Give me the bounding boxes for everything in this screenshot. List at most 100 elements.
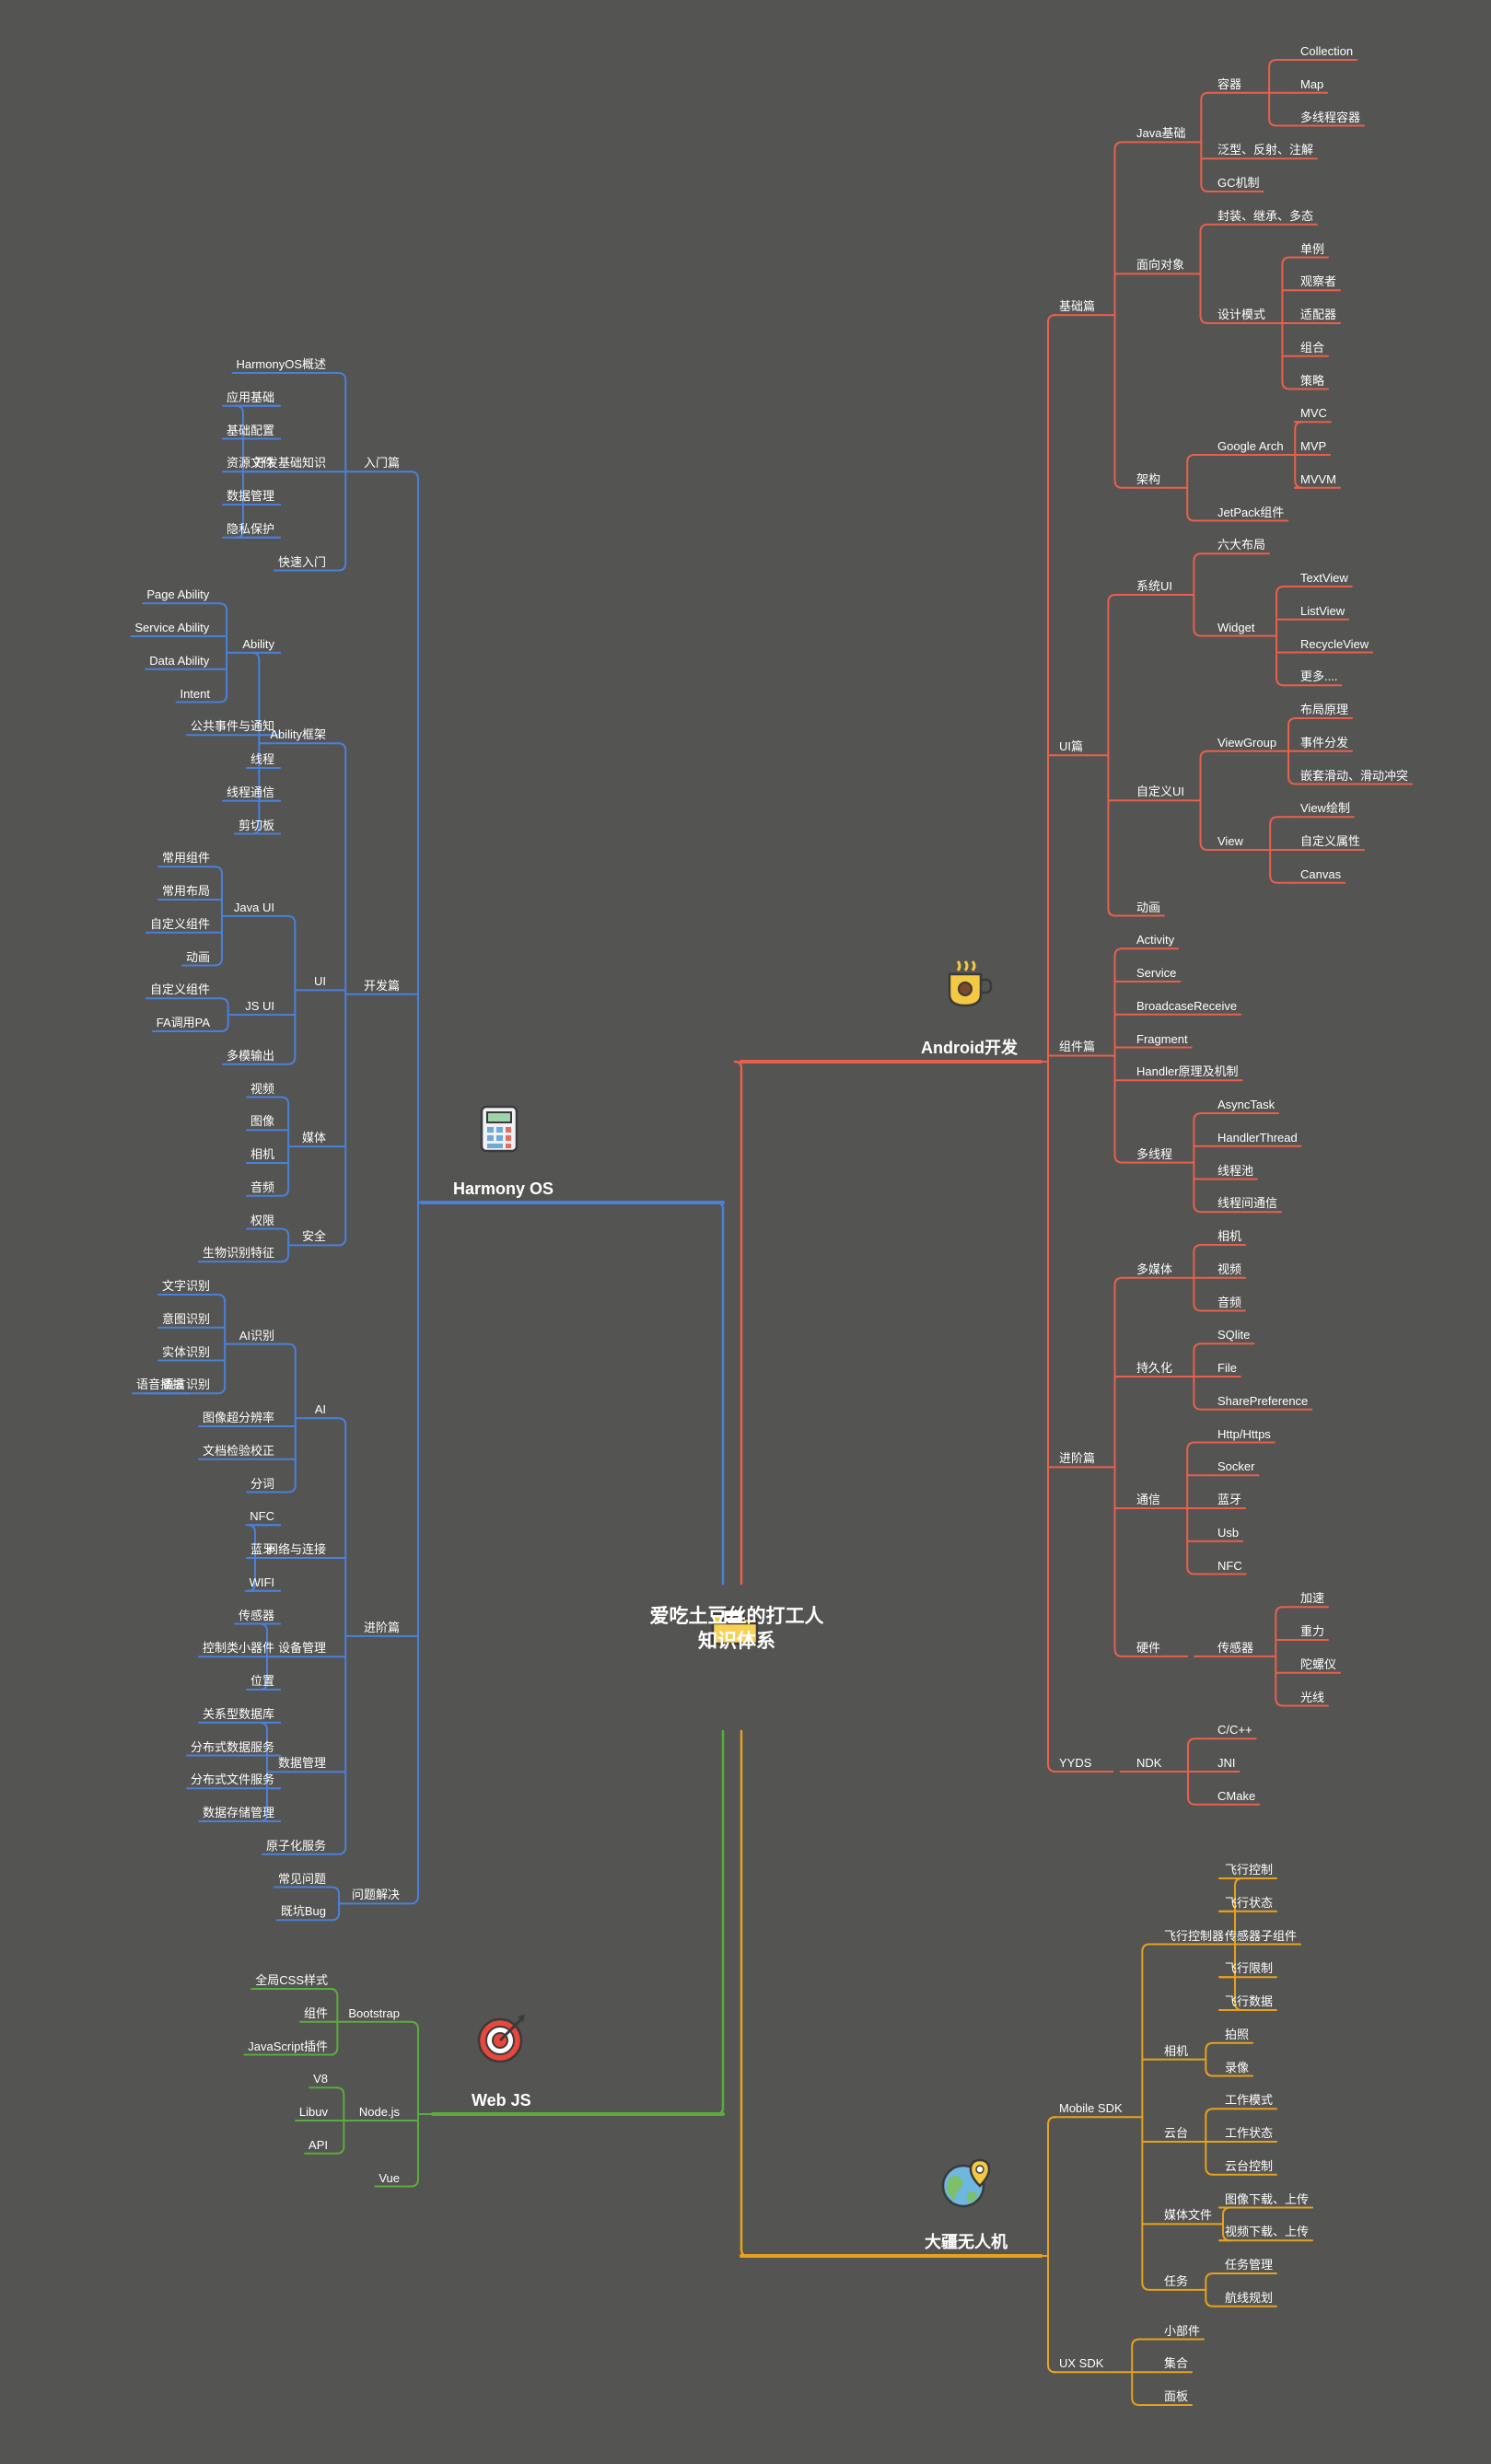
topic-recycleview[interactable]: RecycleView <box>1300 636 1369 651</box>
central-topic[interactable]: 爱吃土豆丝的打工人 知识体系 <box>589 1604 884 1654</box>
topic-wifi[interactable]: WIFI <box>249 1575 274 1589</box>
topic-jni[interactable]: JNI <box>1217 1756 1236 1770</box>
topic-cmake[interactable]: CMake <box>1217 1788 1256 1803</box>
topic-topic[interactable]: 封装、继承、多态 <box>1217 208 1314 223</box>
topic-http-https[interactable]: Http/Https <box>1217 1426 1271 1441</box>
topic-topic[interactable]: 飞行状态 <box>1225 1895 1274 1910</box>
topic-intent[interactable]: Intent <box>180 686 210 701</box>
topic-topic[interactable]: 架构 <box>1136 471 1161 486</box>
topic-topic[interactable]: 视频下载、上传 <box>1225 2225 1310 2239</box>
topic-topic[interactable]: 面向对象 <box>1136 258 1185 273</box>
topic-view[interactable]: View <box>1217 834 1243 848</box>
topic-topic[interactable]: 云台 <box>1164 2126 1189 2140</box>
topic-java[interactable]: Java基础 <box>1136 126 1186 141</box>
topic-topic[interactable]: 控制类小器件 <box>202 1641 274 1656</box>
topic-topic[interactable]: 陀螺仪 <box>1300 1656 1337 1671</box>
topic-topic[interactable]: 视频 <box>250 1081 274 1096</box>
topic-sharepreference[interactable]: SharePreference <box>1217 1393 1309 1408</box>
topic-topic[interactable]: 单例 <box>1300 241 1325 256</box>
topic-topic[interactable]: 自定义组件 <box>149 916 210 931</box>
topic-topic[interactable]: 飞行控制器 <box>1164 1928 1225 1943</box>
topic-topic[interactable]: 文字识别 <box>161 1279 210 1293</box>
topic-topic[interactable]: 泛型、反射、注解 <box>1217 143 1314 157</box>
topic-topic[interactable]: 多模输出 <box>226 1048 274 1063</box>
topic-topic[interactable]: 容器 <box>1217 76 1242 91</box>
topic-topic[interactable]: 工作模式 <box>1225 2093 1274 2108</box>
topic-topic[interactable]: 传感器 <box>238 1608 274 1622</box>
topic-js-ui[interactable]: JS UI <box>245 999 274 1014</box>
topic-topic[interactable]: 常用布局 <box>161 884 210 898</box>
topic-mvp[interactable]: MVP <box>1300 439 1327 453</box>
topic-topic[interactable]: 更多.... <box>1300 669 1338 684</box>
topic-harmonyos[interactable]: HarmonyOS概述 <box>236 357 326 371</box>
topic-ability[interactable]: Ability <box>242 636 274 651</box>
topic-topic[interactable]: 多媒体 <box>1136 1261 1173 1276</box>
branch-harmony[interactable]: Harmony OS <box>453 1180 554 1198</box>
topic-topic[interactable]: 视频 <box>1217 1261 1242 1276</box>
topic-v8[interactable]: V8 <box>313 2072 328 2086</box>
topic-gc[interactable]: GC机制 <box>1217 176 1260 190</box>
topic-topic[interactable]: 组合 <box>1300 340 1325 354</box>
topic-topic[interactable]: 集合 <box>1164 2356 1189 2371</box>
topic-viewgroup[interactable]: ViewGroup <box>1217 735 1277 750</box>
topic-service-ability[interactable]: Service Ability <box>134 621 210 634</box>
topic-topic[interactable]: 动画 <box>185 949 210 964</box>
topic-topic[interactable]: 通信 <box>1136 1493 1161 1506</box>
topic-sqlite[interactable]: SQlite <box>1217 1328 1251 1342</box>
topic-topic[interactable]: 快速入门 <box>277 554 326 569</box>
topic-topic[interactable]: 设备管理 <box>277 1641 326 1656</box>
topic-topic[interactable]: 常用组件 <box>161 851 210 866</box>
topic-topic[interactable]: 进阶篇 <box>1059 1451 1096 1466</box>
topic-topic[interactable]: 权限 <box>250 1213 274 1227</box>
topic-topic[interactable]: 图像下载、上传 <box>1225 2191 1310 2206</box>
topic-ability[interactable]: Ability框架 <box>270 727 326 742</box>
topic-topic[interactable]: 数据管理 <box>226 489 274 503</box>
topic-topic[interactable]: 媒体 <box>301 1131 326 1145</box>
topic-topic[interactable]: 事件分发 <box>1300 735 1349 750</box>
topic-topic[interactable]: 硬件 <box>1136 1640 1161 1655</box>
topic-topic[interactable]: 任务管理 <box>1225 2258 1274 2272</box>
topic-topic[interactable]: 分布式文件服务 <box>190 1772 274 1787</box>
topic-mvc[interactable]: MVC <box>1300 406 1327 421</box>
topic-topic[interactable]: 六大布局 <box>1217 538 1266 552</box>
topic-topic[interactable]: 航线规划 <box>1225 2290 1274 2305</box>
topic-yyds[interactable]: YYDS <box>1059 1756 1092 1770</box>
topic-handler[interactable]: Handler原理及机制 <box>1136 1064 1239 1079</box>
topic-topic[interactable]: 资源文件 <box>226 456 274 471</box>
topic-topic[interactable]: 线程通信 <box>226 785 274 799</box>
topic-topic[interactable]: 蓝牙 <box>250 1542 274 1556</box>
topic-topic[interactable]: 网络与连接 <box>265 1542 326 1556</box>
topic-fa-pa[interactable]: FA调用PA <box>156 1016 210 1029</box>
topic-css[interactable]: 全局CSS样式 <box>255 1973 328 1987</box>
topic-topic[interactable]: 小部件 <box>1164 2323 1201 2338</box>
topic-topic[interactable]: 分布式数据服务 <box>190 1739 274 1754</box>
topic-topic[interactable]: 位置 <box>250 1674 274 1688</box>
topic-topic[interactable]: 多线程 <box>1136 1146 1173 1161</box>
topic-ui[interactable]: 系统UI <box>1136 578 1173 593</box>
topic-topic[interactable]: 图像 <box>250 1114 274 1129</box>
topic-topic[interactable]: 重力 <box>1300 1624 1325 1638</box>
topic-java-ui[interactable]: Java UI <box>233 900 274 914</box>
topic-canvas[interactable]: Canvas <box>1300 866 1342 881</box>
topic-handlerthread[interactable]: HandlerThread <box>1217 1130 1298 1145</box>
topic-topic[interactable]: 音频 <box>250 1180 274 1194</box>
topic-topic[interactable]: 安全 <box>301 1229 326 1244</box>
topic-topic[interactable]: 隐私保护 <box>226 521 274 536</box>
topic-topic[interactable]: 入门篇 <box>363 456 400 471</box>
topic-view[interactable]: View绘制 <box>1300 801 1350 816</box>
topic-topic[interactable]: 分词 <box>250 1476 274 1491</box>
topic-topic[interactable]: 常见问题 <box>277 1871 326 1886</box>
topic-google-arch[interactable]: Google Arch <box>1217 439 1284 453</box>
topic-topic[interactable]: 应用基础 <box>226 389 274 404</box>
topic-topic[interactable]: 加速 <box>1300 1591 1325 1606</box>
topic-topic[interactable]: 生物识别特征 <box>202 1246 274 1261</box>
topic-topic[interactable]: 进阶篇 <box>363 1620 400 1634</box>
topic-topic[interactable]: 嵌套滑动、滑动冲突 <box>1300 768 1409 783</box>
topic-ui[interactable]: UI篇 <box>1059 739 1084 754</box>
topic-topic[interactable]: 线程 <box>250 752 274 766</box>
topic-ai[interactable]: AI识别 <box>239 1328 274 1342</box>
topic-topic[interactable]: 策略 <box>1300 373 1325 388</box>
topic-collection[interactable]: Collection <box>1300 44 1354 58</box>
topic-topic[interactable]: 云台控制 <box>1225 2158 1274 2173</box>
topic-topic[interactable]: 组件 <box>303 2005 328 2020</box>
